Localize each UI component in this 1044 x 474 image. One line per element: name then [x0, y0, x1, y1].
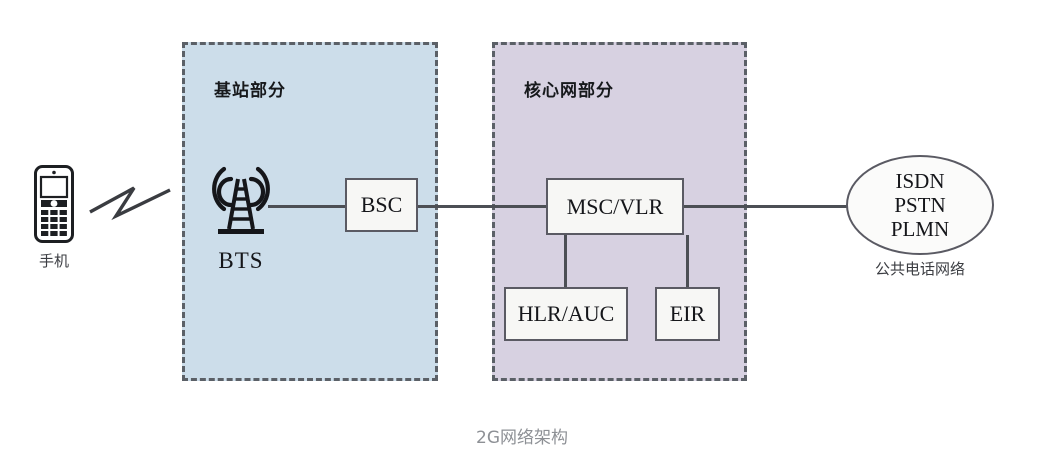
connector-mscvlr-eir — [686, 235, 689, 287]
bts-label: BTS — [218, 248, 264, 273]
node-eir: EIR — [655, 287, 720, 341]
node-public-telephone-network: ISDN PSTN PLMN — [846, 155, 994, 255]
connector-mscvlr-pstn — [684, 205, 848, 208]
mobile-phone-label: 手机 — [38, 252, 69, 270]
node-hlr-auc: HLR/AUC — [504, 287, 628, 341]
figure-caption: 2G网络架构 — [476, 428, 568, 448]
zone-core-network-label: 核心网部分 — [524, 81, 614, 101]
pstn-line-pstn: PSTN — [894, 192, 946, 217]
node-bsc: BSC — [345, 178, 418, 232]
pstn-line-plmn: PLMN — [890, 217, 950, 242]
connector-bsc-mscvlr — [418, 205, 546, 208]
zone-base-station-label: 基站部分 — [214, 81, 286, 101]
radio-tower-icon — [200, 155, 282, 243]
connector-bts-bsc — [268, 205, 345, 208]
node-msc-vlr: MSC/VLR — [546, 178, 684, 235]
connector-mscvlr-hlrauc — [564, 235, 567, 287]
lightning-bolt-icon — [88, 172, 172, 228]
mobile-phone-icon — [34, 165, 74, 243]
pstn-line-isdn: ISDN — [895, 168, 945, 193]
public-telephone-network-label: 公共电话网络 — [874, 260, 965, 278]
